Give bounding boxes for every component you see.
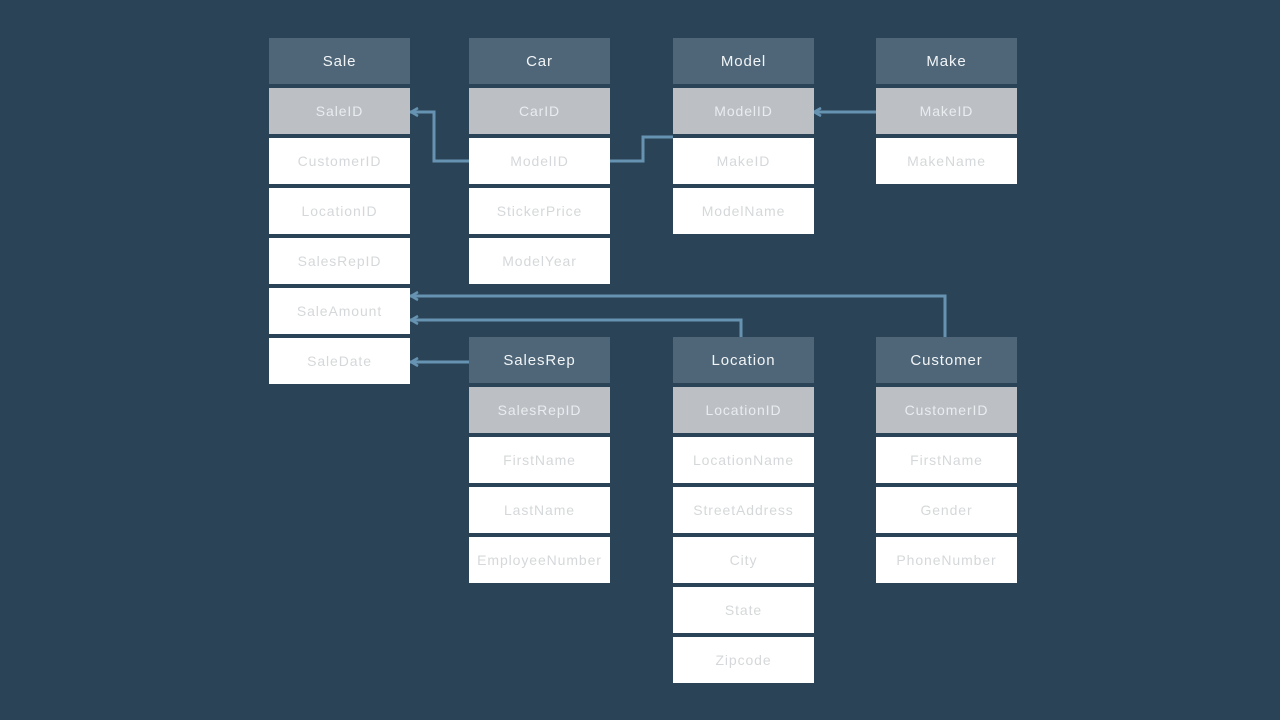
field-row-customer: PhoneNumber bbox=[876, 537, 1017, 583]
table-title-sale: Sale bbox=[269, 38, 410, 84]
pk-field-row-location: LocationID bbox=[673, 387, 814, 433]
field-row-sale: CustomerID bbox=[269, 138, 410, 184]
field-row-car: ModelYear bbox=[469, 238, 610, 284]
relationship-arrowhead-4 bbox=[408, 314, 419, 326]
field-row-salesrep: EmployeeNumber bbox=[469, 537, 610, 583]
field-row-customer: Gender bbox=[876, 487, 1017, 533]
relationship-arrowhead-0 bbox=[408, 106, 419, 118]
field-row-customer: FirstName bbox=[876, 437, 1017, 483]
pk-field-row-sale: SaleID bbox=[269, 88, 410, 134]
field-row-sale: SalesRepID bbox=[269, 238, 410, 284]
field-row-car: StickerPrice bbox=[469, 188, 610, 234]
field-row-sale: SaleAmount bbox=[269, 288, 410, 334]
field-row-location: State bbox=[673, 587, 814, 633]
field-row-model: MakeID bbox=[673, 138, 814, 184]
relationship-arrowhead-5 bbox=[408, 356, 419, 368]
relationship-line-0 bbox=[410, 110, 469, 163]
table-title-make: Make bbox=[876, 38, 1017, 84]
pk-field-row-make: MakeID bbox=[876, 88, 1017, 134]
pk-field-row-customer: CustomerID bbox=[876, 387, 1017, 433]
relationship-line-1 bbox=[610, 135, 673, 163]
pk-field-row-model: ModelID bbox=[673, 88, 814, 134]
field-row-salesrep: LastName bbox=[469, 487, 610, 533]
field-row-location: City bbox=[673, 537, 814, 583]
relationship-line-4 bbox=[410, 318, 743, 338]
field-row-car: ModelID bbox=[469, 138, 610, 184]
pk-field-row-salesrep: SalesRepID bbox=[469, 387, 610, 433]
table-title-location: Location bbox=[673, 337, 814, 383]
table-title-customer: Customer bbox=[876, 337, 1017, 383]
field-row-location: Zipcode bbox=[673, 637, 814, 683]
field-row-salesrep: FirstName bbox=[469, 437, 610, 483]
field-row-make: MakeName bbox=[876, 138, 1017, 184]
relationship-line-3 bbox=[410, 294, 947, 338]
field-row-location: StreetAddress bbox=[673, 487, 814, 533]
table-title-car: Car bbox=[469, 38, 610, 84]
field-row-sale: LocationID bbox=[269, 188, 410, 234]
table-title-model: Model bbox=[673, 38, 814, 84]
relationship-arrowhead-2 bbox=[811, 106, 822, 118]
table-title-salesrep: SalesRep bbox=[469, 337, 610, 383]
relationship-arrowhead-3 bbox=[408, 290, 419, 302]
pk-field-row-car: CarID bbox=[469, 88, 610, 134]
field-row-model: ModelName bbox=[673, 188, 814, 234]
field-row-sale: SaleDate bbox=[269, 338, 410, 384]
field-row-location: LocationName bbox=[673, 437, 814, 483]
